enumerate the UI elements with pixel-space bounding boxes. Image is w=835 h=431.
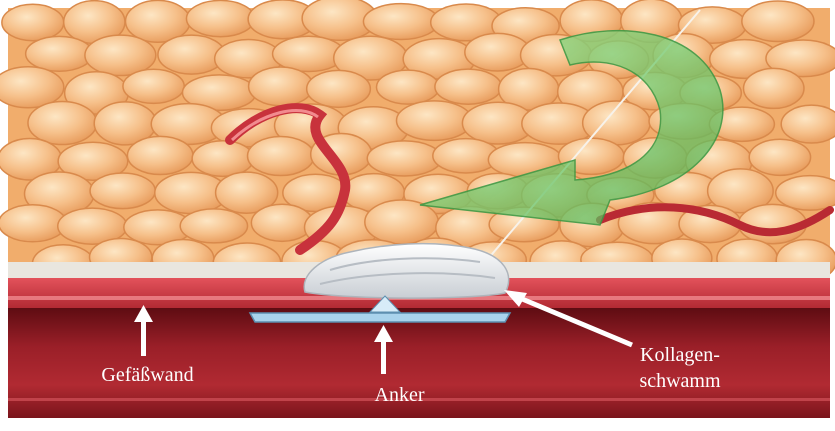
fat-cell	[180, 209, 247, 243]
fat-cell	[367, 141, 441, 176]
fat-cell	[376, 70, 439, 104]
anchor-label: Anker	[352, 382, 447, 408]
fat-cell	[248, 136, 314, 175]
fat-cell	[435, 69, 501, 104]
fat-cell	[363, 4, 438, 40]
fat-cell	[192, 141, 253, 177]
fat-cell	[123, 69, 184, 103]
fat-cell	[0, 205, 66, 242]
fat-cell	[365, 200, 438, 244]
fat-cell	[249, 67, 313, 106]
fat-cell	[397, 101, 473, 141]
fat-cell	[186, 0, 254, 36]
fat-cell	[749, 139, 810, 175]
fat-cell	[251, 204, 312, 241]
collagen-sponge-label: Kollagen- schwamm	[600, 342, 760, 394]
fat-cell	[2, 4, 64, 40]
fat-cell	[781, 105, 835, 143]
fat-cell	[90, 173, 155, 209]
anchor	[250, 313, 510, 322]
vessel-wall-label: Gefäßwand	[75, 362, 220, 388]
fat-cell	[742, 1, 814, 42]
collagen-label-line1: Kollagen-	[600, 342, 760, 368]
collagen-label-line2: schwamm	[600, 368, 760, 394]
fat-cell	[127, 136, 193, 174]
fat-cell	[26, 36, 93, 71]
fat-cell	[28, 101, 97, 144]
fat-cell	[307, 70, 371, 107]
fat-cell	[744, 68, 804, 108]
